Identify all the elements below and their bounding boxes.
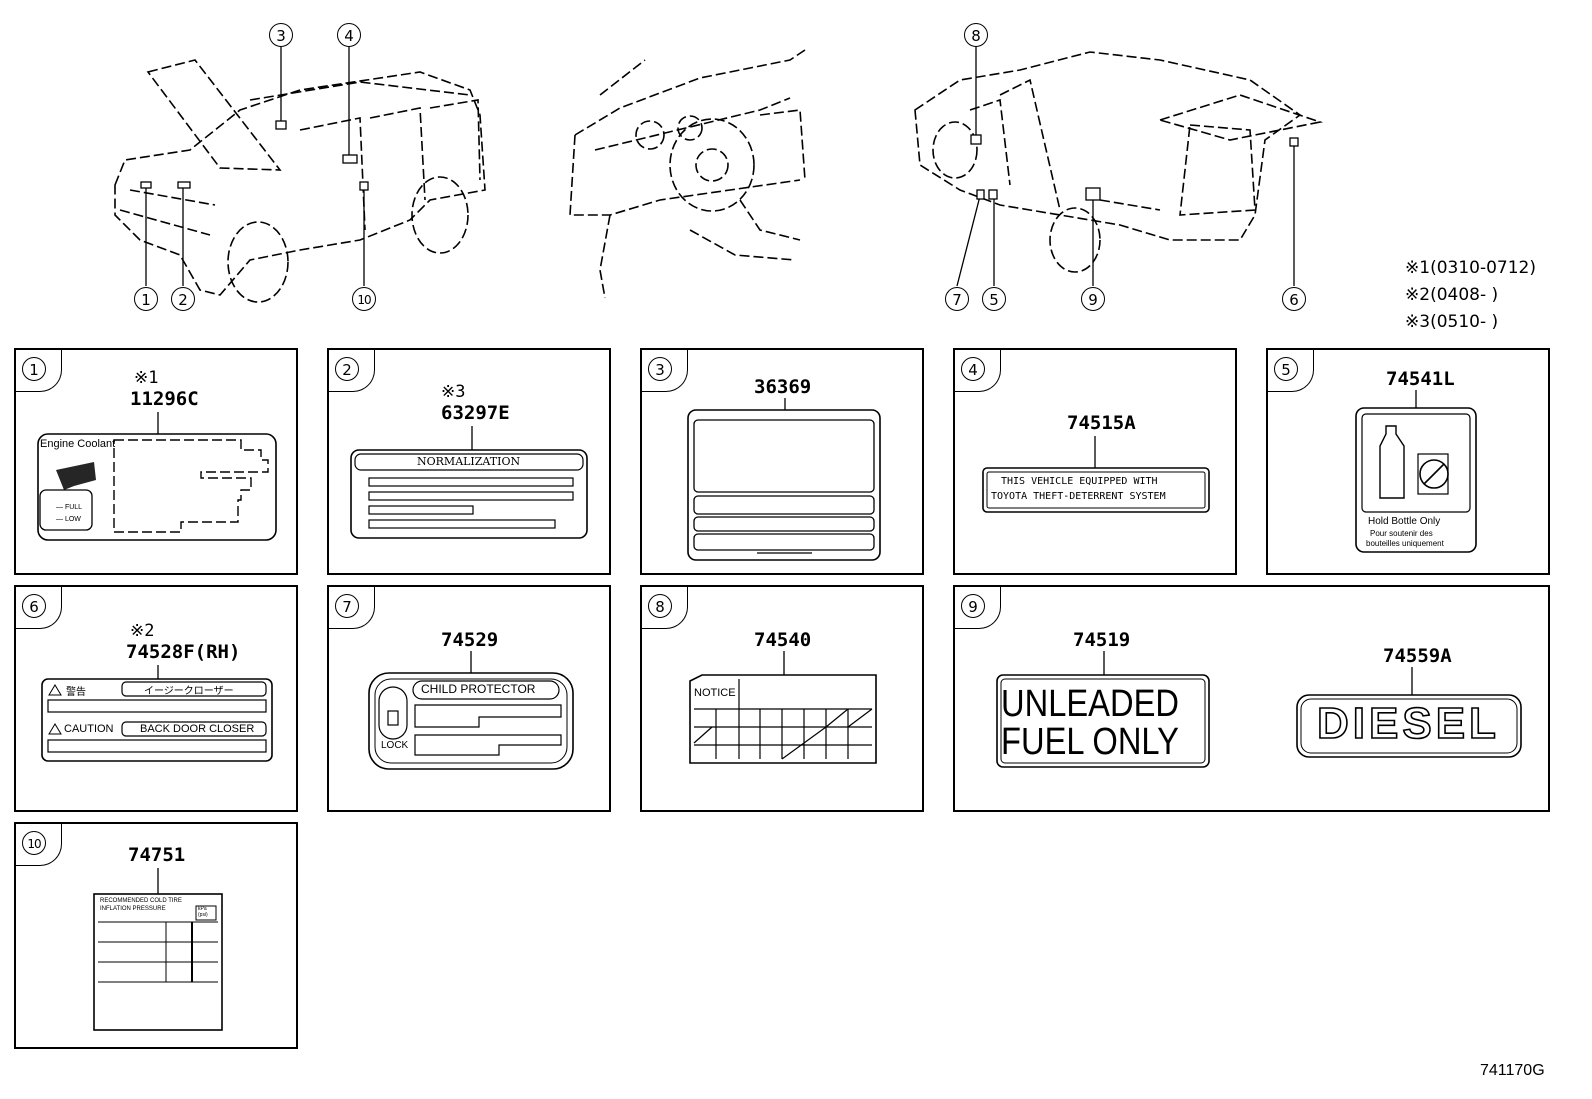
panel-number: 3 [648, 357, 672, 381]
note-3: ※3(0510- ) [1405, 312, 1499, 332]
vehicle-illustrations [114, 47, 1324, 303]
notice-label: NOTICE [694, 687, 736, 699]
applicability-mark: ※3 [441, 382, 466, 402]
part-number-unleaded: 74519 [1073, 629, 1131, 651]
dashboard-outline [574, 49, 806, 136]
normalization-title: NORMALIZATION [417, 455, 521, 468]
part-number: 74528F(RH) [126, 641, 241, 663]
unleaded-line-2: FUEL ONLY [1001, 721, 1179, 763]
part-number: 74515A [1067, 412, 1136, 434]
callout-1[interactable]: 1 [134, 287, 158, 311]
callout-8[interactable]: 8 [964, 23, 988, 47]
part-number-diesel: 74559A [1383, 645, 1452, 667]
part-number: 74541L [1386, 368, 1455, 390]
coolant-title: Engine Coolant [40, 438, 116, 450]
part-number: 74540 [754, 629, 812, 651]
panel-6: 6 ※2 74528F(RH) 警告 イージークローザー CAUTION BAC… [14, 585, 298, 812]
note-2: ※2(0408- ) [1405, 285, 1499, 305]
bottle-line-1: Hold Bottle Only [1368, 516, 1441, 527]
part-number: 36369 [754, 376, 812, 398]
panel-4: 4 74515A THIS VEHICLE EQUIPPED WITH TOYO… [953, 348, 1237, 575]
panel-5: 5 74541L Hold Bottle Only Pour soutenir … [1266, 348, 1550, 575]
panel-10: 10 74751 RECOMMENDED COLD TIRE INFLATION… [14, 822, 298, 1049]
panel-number: 2 [335, 357, 359, 381]
diesel-label: DIESEL [1316, 698, 1500, 749]
vehicle-front-body [114, 71, 486, 296]
callout-10[interactable]: 10 [352, 287, 376, 311]
unleaded-line-1: UNLEADED [1001, 683, 1179, 725]
panel-number: 8 [648, 594, 672, 618]
panel-number: 5 [1274, 357, 1298, 381]
panel-8: 8 74540 NOTICE [640, 585, 924, 812]
tire-line-2: INFLATION PRESSURE [100, 906, 166, 912]
caution-label: CAUTION [64, 723, 114, 735]
panel-1: 1 ※1 11296C Engine Coolant — FULL — LOW [14, 348, 298, 575]
panel-number: 10 [22, 831, 46, 855]
callout-5[interactable]: 5 [982, 287, 1006, 311]
theft-line-1: THIS VEHICLE EQUIPPED WITH [1001, 476, 1158, 487]
theft-line-2: TOYOTA THEFT-DETERRENT SYSTEM [991, 491, 1166, 502]
part-number: 74529 [441, 629, 499, 651]
panel-3: 3 36369 [640, 348, 924, 575]
callout-4[interactable]: 4 [337, 23, 361, 47]
panel-9: 9 74519 74559A UNLEADED FUEL ONLY DIESEL [953, 585, 1550, 812]
bottle-line-3: bouteilles uniquement [1366, 539, 1444, 548]
panel-number: 7 [335, 594, 359, 618]
panel-number: 9 [961, 594, 985, 618]
lock-label: LOCK [381, 740, 409, 751]
back-door-closer-label: BACK DOOR CLOSER [140, 723, 255, 735]
note-1: ※1(0310-0712) [1405, 258, 1536, 278]
vehicle-rear-hatch [1157, 94, 1324, 141]
tire-line-1: RECOMMENDED COLD TIRE [100, 898, 182, 904]
vehicle-rear-body [914, 51, 1302, 241]
panel-7: 7 74529 CHILD PROTECTOR LOCK [327, 585, 611, 812]
bottle-line-2: Pour soutenir des [1370, 529, 1433, 538]
coolant-full: — FULL [56, 504, 83, 511]
panel-2: 2 ※3 63297E NORMALIZATION [327, 348, 611, 575]
figure-code: 741170G [1480, 1062, 1545, 1079]
applicability-mark: ※1 [134, 368, 159, 388]
callout-3[interactable]: 3 [269, 23, 293, 47]
tire-unit: kPa (psi) [198, 906, 208, 918]
panel-number: 4 [961, 357, 985, 381]
child-protector-title: CHILD PROTECTOR [421, 682, 536, 696]
part-number: 11296C [130, 388, 199, 410]
panel-number: 6 [22, 594, 46, 618]
part-number: 63297E [441, 402, 510, 424]
callout-2[interactable]: 2 [171, 287, 195, 311]
coolant-low: — LOW [56, 516, 81, 523]
part-number: 74751 [128, 844, 186, 866]
vehicle-front-hood [146, 59, 282, 171]
panel-number: 1 [22, 357, 46, 381]
jp-closer-label: イージークローザー [144, 686, 234, 697]
callout-7[interactable]: 7 [945, 287, 969, 311]
applicability-mark: ※2 [130, 621, 155, 641]
callout-9[interactable]: 9 [1081, 287, 1105, 311]
jp-warning: 警告 [66, 687, 86, 698]
callout-6[interactable]: 6 [1282, 287, 1306, 311]
